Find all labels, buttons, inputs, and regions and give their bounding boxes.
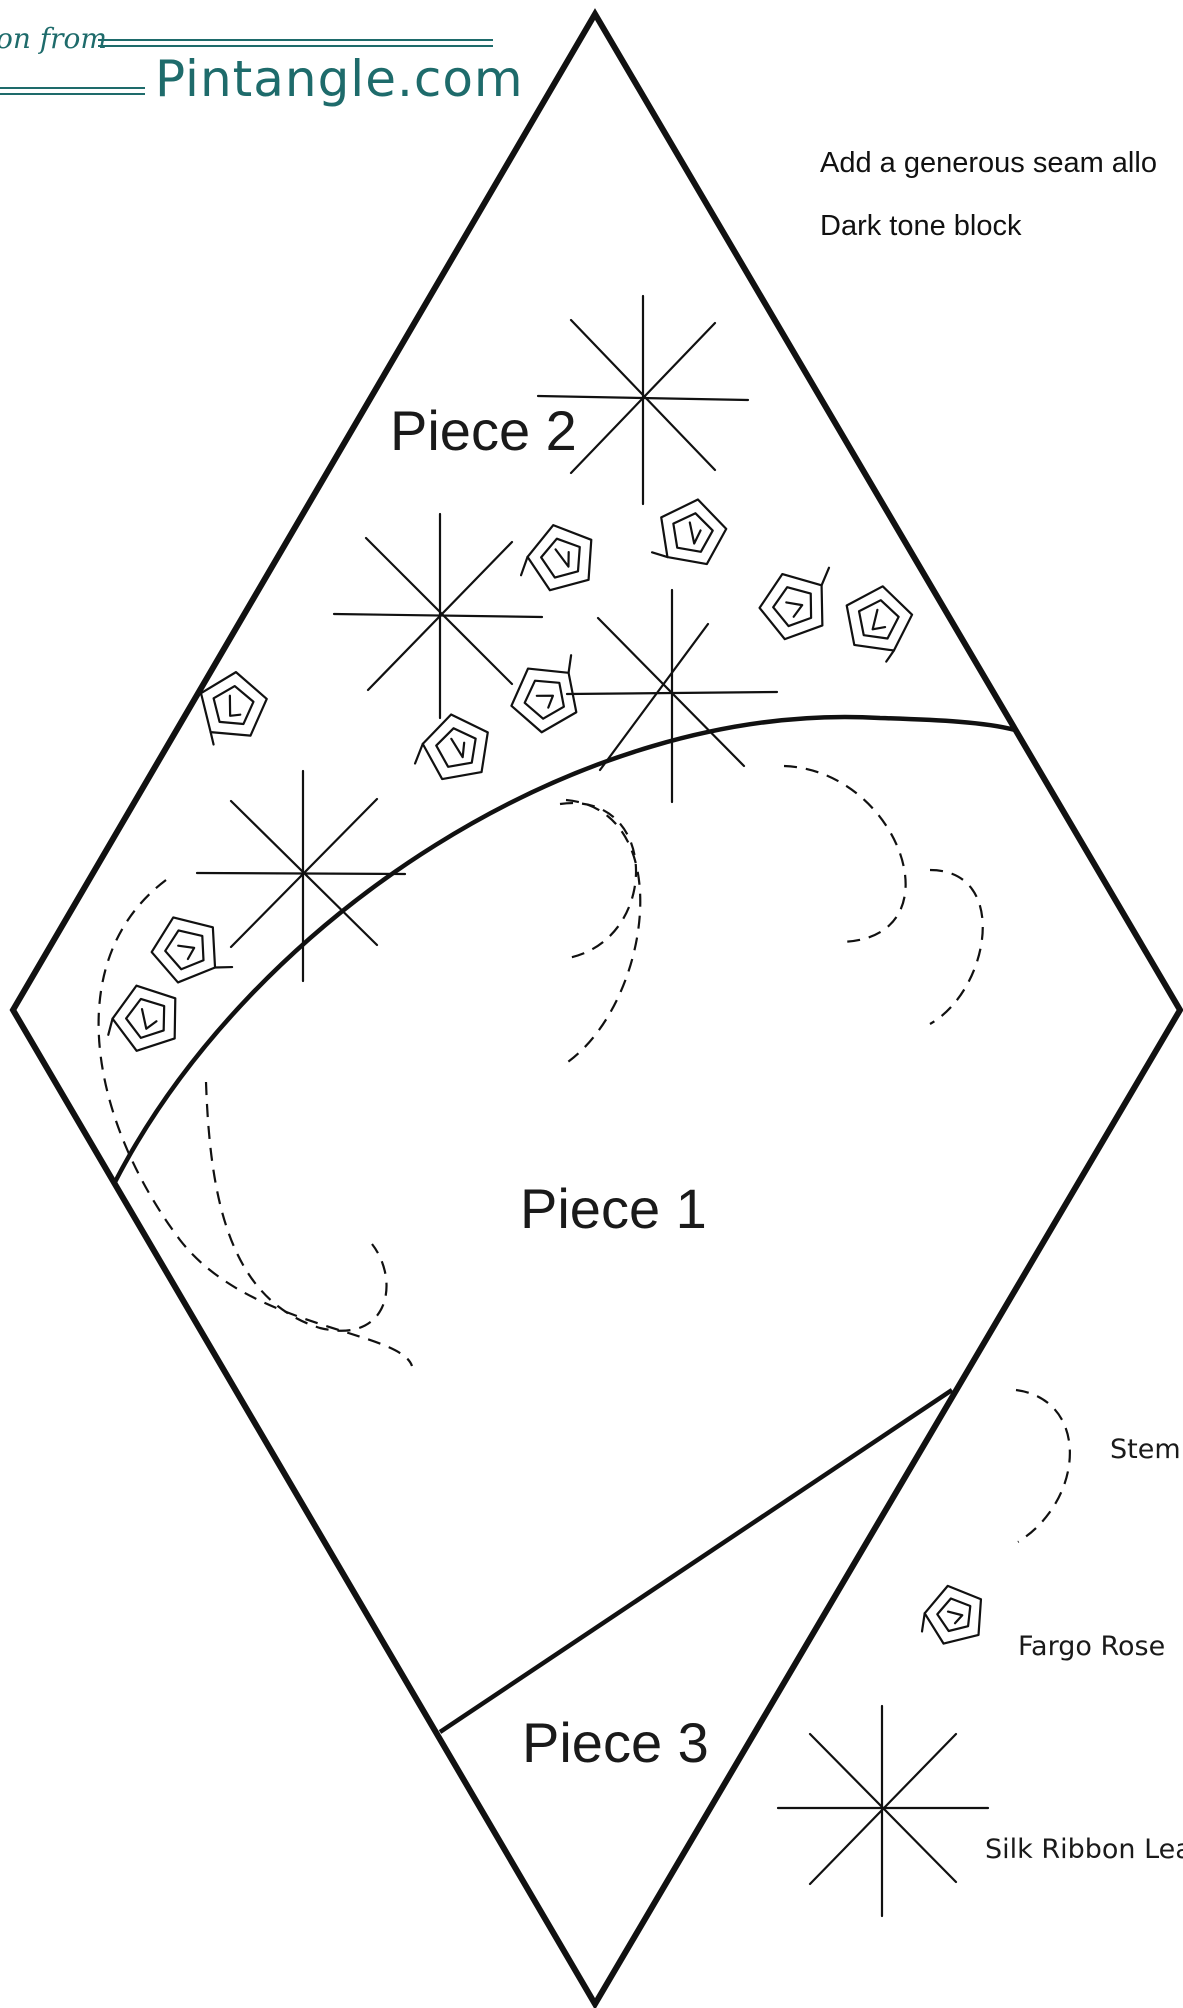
fargo-rose-icon	[840, 582, 916, 664]
diamond-block-outline	[13, 14, 1180, 2004]
dashed-stem-icon	[1016, 1390, 1070, 1542]
seam-curve-piece-1-2	[115, 717, 1015, 1182]
piece-2-label: Piece 2	[390, 399, 577, 462]
piece-1-label: Piece 1	[520, 1177, 707, 1240]
dashed-stem-icon	[99, 880, 412, 1366]
silk-ribbon-leaf-icon	[334, 514, 542, 718]
brand-script-text: on from	[0, 22, 107, 55]
dashed-stem-icon	[206, 1082, 387, 1331]
brand-header: on from Pintangle.com	[0, 22, 524, 108]
legend: Stem Fargo Rose Silk Ribbon Lea	[778, 1390, 1183, 1916]
fargo-rose-icon	[913, 1579, 989, 1648]
dashed-stem-icon	[930, 870, 983, 1024]
fargo-rose-icon	[97, 975, 187, 1057]
brand-name: Pintangle.com	[155, 50, 524, 108]
fargo-rose-icon	[408, 709, 495, 783]
tone-note: Dark tone block	[820, 210, 1022, 242]
fargo-rose-icon	[499, 647, 597, 739]
legend-fargo-rose-label: Fargo Rose	[1018, 1631, 1165, 1662]
fargo-rose-icon	[511, 517, 601, 597]
fargo-rose-icon	[652, 493, 731, 566]
legend-silk-ribbon-leaf-label: Silk Ribbon Lea	[985, 1834, 1183, 1865]
silk-ribbon-leaf-icon	[778, 1706, 988, 1916]
piece-3-label: Piece 3	[522, 1711, 709, 1774]
dashed-stem-icon	[562, 800, 640, 1066]
dashed-stem-icon	[560, 803, 636, 958]
seam-allowance-note: Add a generous seam allo	[820, 147, 1157, 179]
silk-ribbon-leaf-icon	[567, 590, 777, 802]
fargo-rose-icon	[751, 558, 846, 643]
legend-stem-label: Stem	[1110, 1434, 1181, 1465]
silk-ribbon-leaf-icon	[197, 771, 405, 981]
fargo-rose-icon	[143, 904, 232, 993]
dashed-stem-icon	[784, 766, 906, 942]
seam-line-piece-1-3	[440, 1390, 952, 1732]
